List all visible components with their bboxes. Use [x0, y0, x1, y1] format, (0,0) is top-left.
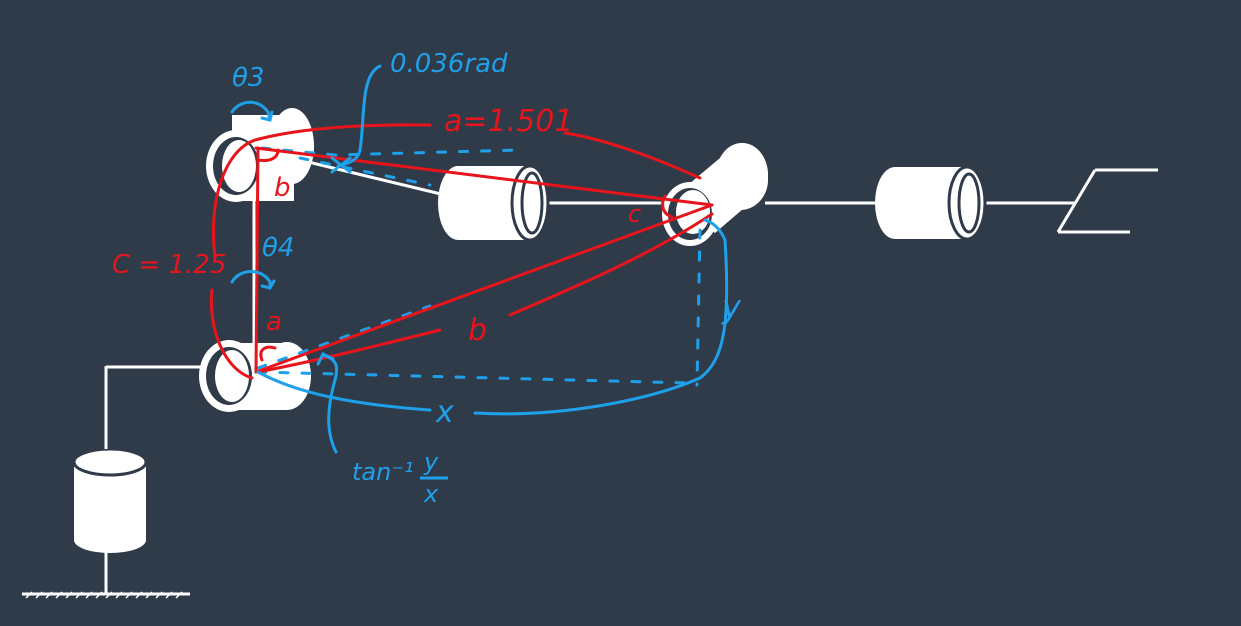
link-cylinder-middle — [438, 164, 550, 242]
base-pedestal — [72, 365, 205, 594]
label-tan-inverse: tan⁻¹ — [352, 458, 414, 486]
label-angle-rad: 0.036rad — [390, 49, 508, 79]
link-cylinder-wrist — [875, 165, 987, 241]
joint-upper — [206, 108, 314, 202]
label-vertex-a: a — [266, 307, 282, 337]
joint-elbow — [662, 142, 769, 246]
label-theta4: θ4 — [262, 233, 294, 263]
label-fraction-denominator: x — [423, 480, 439, 508]
label-side-b-lower: b — [468, 313, 487, 348]
label-fraction-numerator: y — [423, 448, 439, 476]
label-side-a-value: a=1.501 — [444, 104, 573, 139]
label-theta3: θ3 — [232, 63, 264, 93]
annotation-blue-curves — [230, 64, 729, 454]
label-y: y — [721, 288, 742, 326]
label-side-b-upper: b — [274, 173, 291, 203]
end-effector — [1056, 168, 1158, 234]
label-x: x — [435, 395, 454, 430]
label-vertex-c: c — [628, 200, 641, 228]
label-side-c-value: C = 1.25 — [112, 250, 226, 280]
